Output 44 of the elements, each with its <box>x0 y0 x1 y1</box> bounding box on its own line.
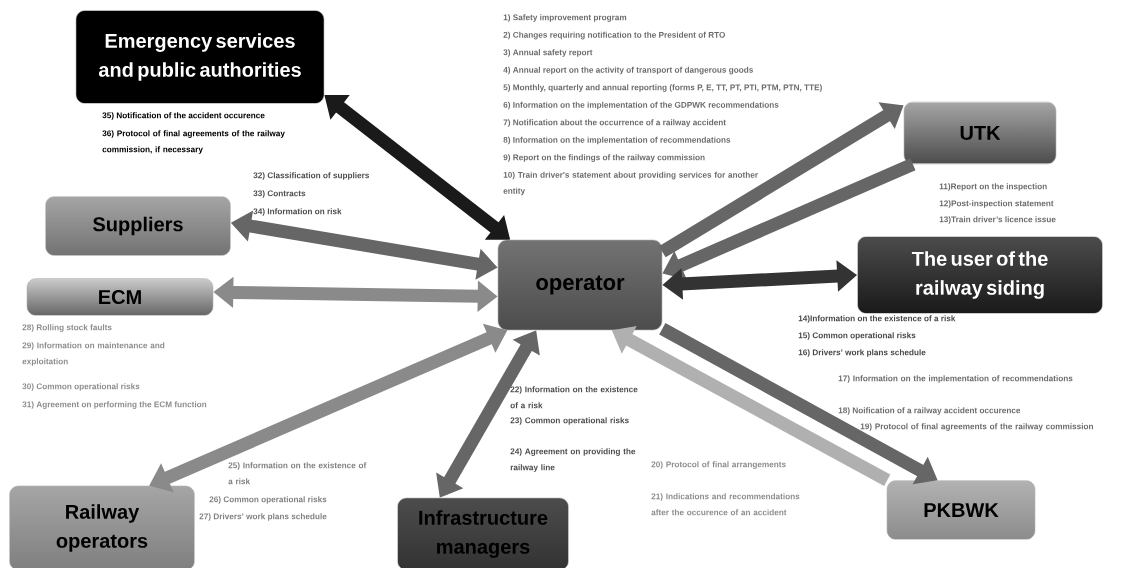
item-text: 31) Agreement on performing the ECM function <box>22 401 207 409</box>
entity-box: Railway operators <box>9 485 195 568</box>
item-text: 5) Monthly, quarterly and annual reporting (forms P, E, TT, PT, PTI, PTM, PTN, TTE) <box>503 84 822 92</box>
item-text: 1) Safety improvement program <box>503 14 627 22</box>
item-text: 28) Rolling stock faults <box>22 324 112 332</box>
item-text: 11)Report on the inspection <box>939 183 1047 191</box>
item-text: 15) Common operational risks <box>798 332 916 340</box>
item-text: 30) Common operational risks <box>22 383 140 391</box>
item-text: 12)Post-inspection statement <box>939 200 1054 208</box>
item-text: 20) Protocol of final arrangements <box>651 461 786 469</box>
entity-box: Emergency services and public authorities <box>75 10 325 104</box>
entity-box: operator <box>497 239 663 331</box>
item-text: 3) Annual safety report <box>503 49 593 57</box>
item-text: 17) Information on the implementation of recommendations <box>838 375 1073 383</box>
entity-box: The user of the railway siding <box>857 236 1103 314</box>
item-text: 6) Information on the implementation of the GDPWK recommendations <box>503 101 779 110</box>
item-text: 34) Information on risk <box>253 208 342 216</box>
item-text: 24) Agreement on providing the railway line <box>510 448 636 472</box>
item-text: 14)Information on the existence of a risk <box>798 315 956 323</box>
item-text: 10) Train driver's statement about providing services for another entity <box>503 171 758 196</box>
item-text: 33) Contracts <box>253 190 306 198</box>
item-text: 22) Information on the existence of a risk <box>510 386 638 409</box>
item-text: 13)Train driver’s licence issue <box>939 216 1056 224</box>
entity-box: ECM <box>26 278 214 316</box>
item-text: 25) Information on the existence of a risk <box>228 462 367 485</box>
entity-box: Infrastructure managers <box>397 497 569 568</box>
item-text: 23) Common operational risks <box>510 417 629 425</box>
item-text: 8) Information on the implementation of recommendations <box>503 136 731 145</box>
item-text: 19) Protocol of final agreements of the railway commission <box>860 423 1093 431</box>
entity-box: UTK <box>903 101 1057 165</box>
item-text: 7) Notification about the occurrence of a railway accident <box>503 119 726 127</box>
item-text: 35) Notification of the accident occurence <box>102 112 265 120</box>
entity-box: PKBWK <box>886 480 1036 540</box>
entity-box: Suppliers <box>45 196 231 256</box>
item-text: 32) Classification of suppliers <box>253 172 370 180</box>
item-text: 29) Information on maintenance and exploitation <box>22 342 165 366</box>
item-text: 36) Protocol of final agreements of the railway commission, if necessary <box>102 130 285 154</box>
item-text: 9) Report on the findings of the railway commission <box>503 154 705 162</box>
item-text: 16) Drivers’ work plans schedule <box>798 349 926 357</box>
item-text: 26) Common operational risks <box>209 496 327 504</box>
item-text: 4) Annual report on the activity of transport of dangerous goods <box>503 66 753 75</box>
item-text: 2) Changes requiring notification to the President of RTO <box>503 31 726 40</box>
item-text: 18) Noification of a railway accident occurence <box>838 407 1021 415</box>
item-text: 21) Indications and recommendations after the occurence of an accident <box>651 493 800 516</box>
